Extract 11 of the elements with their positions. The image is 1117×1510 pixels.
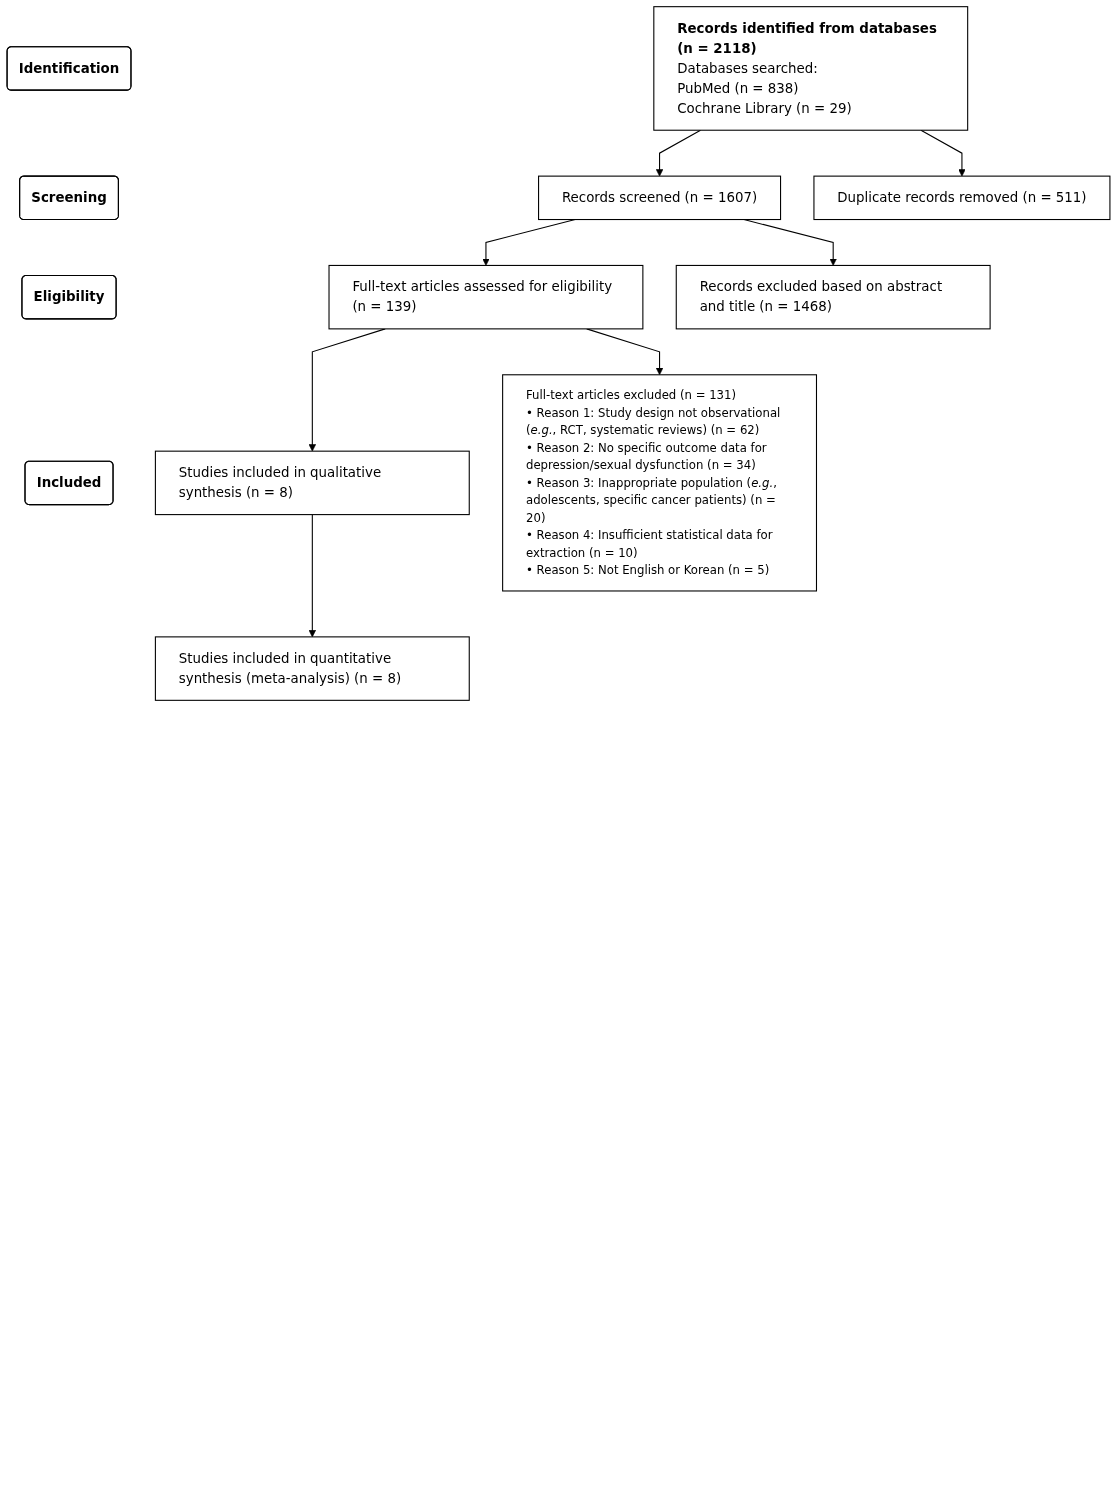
arrow bbox=[655, 129, 702, 177]
node-box: Studies included in qualitative synthesis (n = 8) bbox=[154, 450, 470, 516]
node-box: Records excluded based on abstract and title (n = 1468) bbox=[675, 264, 991, 330]
arrow bbox=[308, 514, 316, 638]
node-box: Records identified from databases (n = 2118) Databases searched: PubMed (n = 838) Cochrane Library (n = 29) bbox=[653, 6, 969, 131]
node-box: Duplicate records removed (n = 511) bbox=[813, 175, 1111, 221]
node-box: Full-text articles excluded (n = 131) • Reason 1: Study design not observational (e.g., RCT, systematic reviews) (n = 62) • Reason 2: No specific outcome data for depression/sexual dysfunction (n = 34) • Reason 3: Inappropriate population (e.g., adolescents, specific cancer patients) (n = 20) • Reason 4: Insufficient statistical data for extraction (n = 10) • Reason 5: Not English or Korean (n = 5) bbox=[502, 374, 818, 592]
node-box: Records screened (n = 1607) bbox=[538, 175, 782, 221]
node-box: Full-text articles assessed for eligibility (n = 139) bbox=[328, 264, 644, 330]
node-box: Studies included in quantitative synthesis (meta-analysis) (n = 8) bbox=[154, 636, 470, 701]
arrow bbox=[920, 129, 966, 177]
